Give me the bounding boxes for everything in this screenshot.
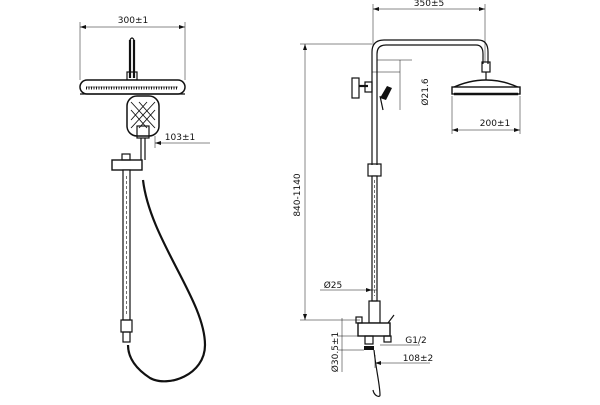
dim-300-label: 300±1 — [118, 16, 148, 26]
front-view-rain-shower: 300±1 103±1 — [79, 16, 210, 383]
dim-21-6-label: Ø21.6 — [420, 78, 431, 105]
mixer-valve — [355, 300, 395, 350]
column-hose — [372, 349, 381, 397]
dim-30-5-label: Ø30.5±1 — [330, 332, 341, 372]
dim-103-label: 103±1 — [165, 133, 195, 143]
dim-350-label: 350±5 — [414, 0, 444, 9]
round-shower-head — [451, 61, 521, 96]
shower-hose — [126, 179, 207, 383]
dim-25-label: Ø25 — [324, 280, 343, 291]
dim-200-label: 200±1 — [480, 119, 510, 129]
dim-height-label: 840-1140 — [293, 173, 303, 217]
dim-108-label: 108±2 — [403, 354, 433, 364]
column-hand-shower — [380, 86, 392, 100]
shower-arm — [371, 39, 489, 165]
thread-label: G1/2 — [405, 336, 426, 346]
side-view-shower-column: 350±5 Ø21.6 200±1 — [293, 0, 521, 397]
diverter-knob — [351, 77, 373, 99]
hand-shower — [126, 95, 160, 137]
slide-holder — [111, 159, 143, 171]
